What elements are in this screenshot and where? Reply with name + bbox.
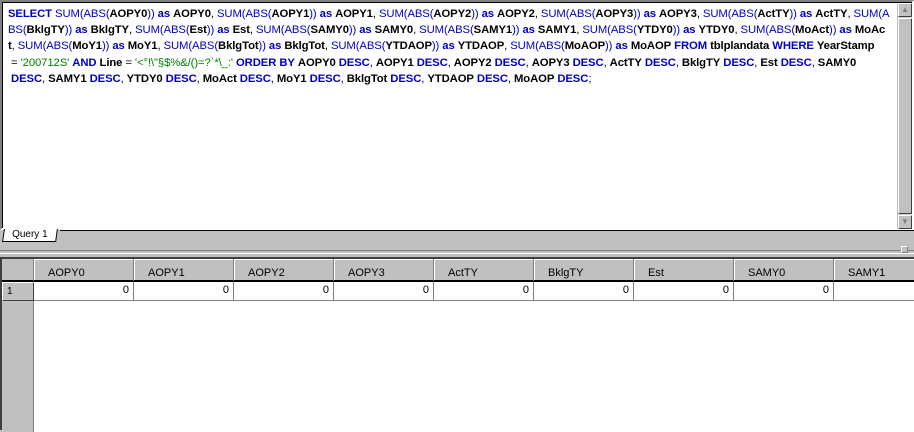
column-header-est[interactable]: Est (634, 259, 734, 282)
sql-line: DESC, SAMY1 DESC, YTDY0 DESC, MoAct DESC… (11, 72, 592, 85)
grid-empty-area (34, 301, 914, 432)
grid-cell[interactable]: 0 (634, 282, 734, 301)
splitter-grip-icon[interactable] (901, 246, 908, 253)
row-header[interactable]: 1 (2, 282, 34, 301)
sql-line: t, SUM(ABS(MoY1)) as MoY1, SUM(ABS(BklgT… (8, 40, 875, 53)
scroll-up-arrow-icon[interactable]: ▲ (898, 3, 912, 17)
sql-line: BS(BklgTY)) as BklgTY, SUM(ABS(Est)) as … (8, 24, 886, 37)
tab-strip-line (60, 230, 914, 231)
grid-cell[interactable]: 0 (234, 282, 334, 301)
column-header-actty[interactable]: ActTY (434, 259, 534, 282)
column-header-aopy2[interactable]: AOPY2 (234, 259, 334, 282)
scrollbar-thumb[interactable] (898, 18, 912, 214)
column-header-samy1[interactable]: SAMY1 (834, 259, 914, 282)
vertical-scrollbar[interactable]: ▲ ▼ (897, 3, 912, 229)
row-header-strip (2, 301, 34, 432)
grid-cell[interactable]: 0 (334, 282, 434, 301)
sql-editor[interactable]: SELECT SUM(ABS(AOPY0)) as AOPY0, SUM(ABS… (0, 0, 914, 230)
tab-query-1[interactable]: Query 1 (2, 229, 58, 242)
sql-line: SELECT SUM(ABS(AOPY0)) as AOPY0, SUM(ABS… (8, 8, 890, 20)
column-header-samy0[interactable]: SAMY0 (734, 259, 834, 282)
column-header-aopy1[interactable]: AOPY1 (134, 259, 234, 282)
column-header-bklgty[interactable]: BklgTY (534, 259, 634, 282)
grid-cell[interactable]: 0 (34, 282, 134, 301)
pane-splitter[interactable] (0, 250, 914, 254)
column-header-aopy3[interactable]: AOPY3 (334, 259, 434, 282)
grid-cell[interactable]: 0 (434, 282, 534, 301)
sql-line: = '200712S' AND Line = '<°!\"§$%&/()=?`*… (8, 56, 857, 69)
column-header-aopy0[interactable]: AOPY0 (34, 259, 134, 282)
grid-cell[interactable]: 0 (734, 282, 834, 301)
scroll-down-arrow-icon[interactable]: ▼ (898, 215, 912, 229)
grid-cell[interactable] (834, 282, 914, 301)
grid-cell[interactable]: 0 (134, 282, 234, 301)
sql-text[interactable]: SELECT SUM(ABS(AOPY0)) as AOPY0, SUM(ABS… (8, 6, 900, 87)
grid-cell[interactable]: 0 (534, 282, 634, 301)
tab-label: Query 1 (12, 229, 48, 240)
grid-corner[interactable] (2, 259, 34, 282)
